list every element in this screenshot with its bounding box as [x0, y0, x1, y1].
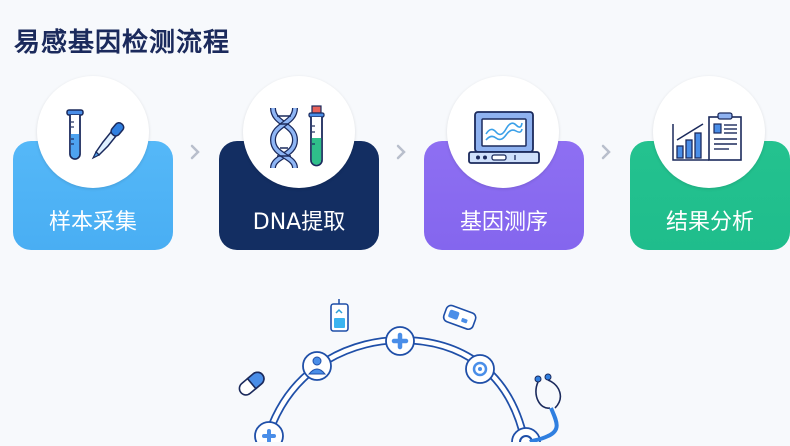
- page-title: 易感基因检测流程: [14, 28, 231, 58]
- step-icon-circle: [37, 76, 149, 188]
- chart-report-icon: [672, 112, 742, 161]
- chevron-right-icon: [394, 142, 408, 162]
- plus-node-icon: [385, 326, 415, 356]
- step-icon-circle: [653, 76, 765, 188]
- chevron-right-icon: [599, 142, 613, 162]
- healthcare-arc-illustration: [0, 280, 790, 446]
- gear-node-icon: [465, 354, 495, 384]
- dna-tube-icon: [269, 105, 325, 169]
- test-tube-dropper-icon: [66, 109, 125, 160]
- step-label: 基因测序: [459, 210, 548, 235]
- plus-node-icon: [254, 421, 284, 446]
- step-label: 结果分析: [665, 210, 754, 235]
- iv-bag-icon: [330, 299, 349, 332]
- step-icon-circle: [243, 76, 355, 188]
- chevron-right-icon: [188, 142, 202, 162]
- user-node-icon: [302, 351, 332, 381]
- step-result-analysis: 结果分析: [630, 141, 790, 250]
- step-label: DNA提取: [252, 210, 346, 235]
- stethoscope-icon: [529, 373, 562, 444]
- step-label: 样本采集: [48, 210, 137, 235]
- sequencer-icon: [468, 111, 540, 164]
- step-icon-circle: [447, 76, 559, 188]
- pill-icon: [238, 371, 265, 396]
- bandage-icon: [442, 304, 477, 331]
